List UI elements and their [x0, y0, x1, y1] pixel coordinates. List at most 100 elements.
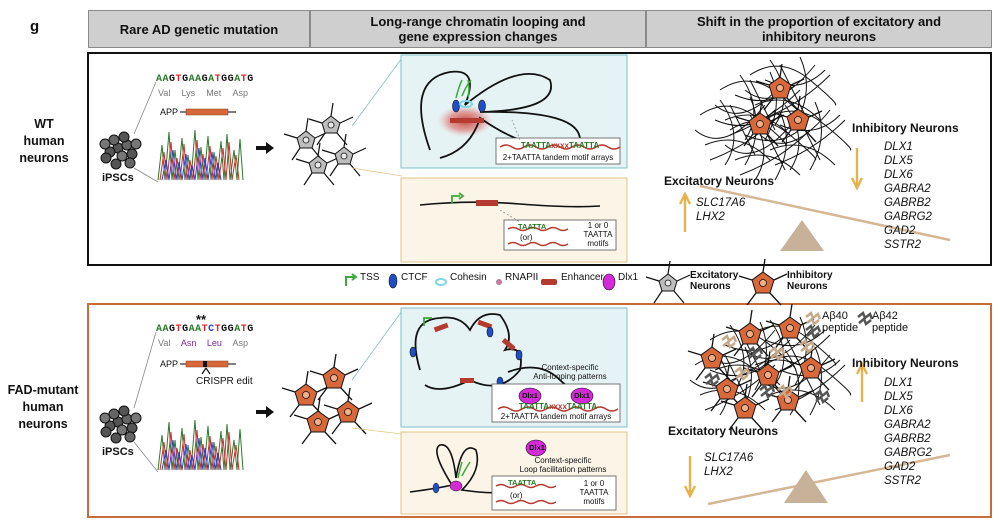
fad-dlx1-label-1: Dlx1	[522, 391, 538, 400]
wt-tss-arrow	[451, 195, 460, 204]
fad-sequence: AAGTGAATCTGGATG	[156, 324, 254, 335]
fad-excitatory-arrow	[683, 456, 697, 499]
fad-anti-loop-box	[491, 383, 621, 423]
fad-dlx1-label-2: Dlx1	[574, 391, 590, 400]
wt-motif-pointer	[511, 119, 521, 141]
fad-zoom-line-top	[133, 331, 157, 409]
row-label-wt-line2: human	[23, 134, 65, 148]
row-label-wt: WT human neurons	[2, 116, 86, 167]
wt-enhancer-1	[450, 118, 484, 123]
wt-inhibitory-arrow	[850, 148, 864, 191]
wt-zoom-line-top	[133, 81, 157, 135]
wt-sequence: AAGTGAAGATGGATG	[156, 74, 254, 85]
fad-dlx1-marker-1	[518, 387, 542, 405]
row-label-fad-line1: FAD-mutant	[7, 383, 79, 397]
wt-excitatory-arrow	[678, 191, 692, 232]
fad-mutation-site	[203, 361, 207, 367]
wt-dna-strand	[499, 144, 621, 150]
header-mutation: Rare AD genetic mutation	[88, 10, 310, 48]
row-label-fad-line3: neurons	[18, 417, 68, 431]
fad-lower-transcripts	[457, 461, 471, 479]
wt-sequence-trace	[157, 129, 244, 181]
fad-row-box	[87, 303, 992, 518]
legend-cohesin: Cohesin	[450, 272, 487, 283]
fad-zoom-line-bottom	[133, 441, 159, 473]
row-label-fad-line2: human	[22, 400, 64, 414]
wt-seesaw-fulcrum	[780, 220, 824, 251]
wt-excitatory-title: Excitatory Neurons	[664, 174, 775, 188]
legend-enhancer-icon	[541, 279, 557, 285]
wt-ipsc-cluster	[99, 131, 142, 170]
wt-seesaw-beam	[699, 184, 951, 242]
wt-ctcf-2	[478, 99, 486, 113]
abeta40-icon	[804, 311, 822, 326]
fad-ipsc-cluster	[99, 405, 142, 444]
legend-excitatory-icon	[645, 260, 691, 304]
header-mutation-text: Rare AD genetic mutation	[119, 21, 279, 37]
header-shift: Shift in the proportion of excitatory an…	[646, 10, 992, 48]
legend-dlx1-icon	[602, 273, 616, 291]
wt-neurons	[283, 102, 367, 186]
fad-excitatory-title: Excitatory Neurons	[668, 424, 779, 438]
legend-dlx1: Dlx1	[618, 272, 639, 283]
panel-label: g	[30, 18, 40, 35]
row-label-fad: FAD-mutant human neurons	[0, 382, 86, 433]
wt-zoom-line-upper	[351, 57, 403, 127]
wt-inhibitory-title: Inhibitory Neurons	[852, 121, 959, 135]
abeta42-icon	[856, 311, 874, 326]
wt-lower-dna-1	[507, 226, 569, 232]
wt-lower-dna-2	[507, 241, 569, 247]
wt-gene-bar	[185, 108, 229, 116]
wt-transcripts	[455, 79, 472, 99]
fad-seesaw-beam	[707, 453, 951, 506]
legend-graphics	[345, 258, 788, 306]
wt-ipscs-label: iPSCs	[102, 172, 134, 184]
header-shift-line1: Shift in the proportion of excitatory an…	[696, 14, 942, 29]
wt-loop-caption: 2+TAATTA tandem motif arrays	[502, 153, 614, 162]
fad-lower-or: (or)	[510, 491, 523, 500]
fad-chromatin-loop	[414, 313, 522, 390]
legend-cohesin-icon	[435, 278, 447, 286]
fad-lower-dlx1-label-bg	[525, 439, 547, 457]
wt-motif-label: TAATTAxxxxTAATTA	[520, 141, 600, 150]
fad-dna-strand	[497, 406, 619, 412]
header-looping-line1: Long-range chromatin looping and	[370, 14, 586, 29]
fad-lower-motif: TAATTA	[508, 478, 537, 487]
legend-ctcf-icon	[388, 273, 398, 289]
fad-neurons	[281, 353, 373, 445]
wt-row-box	[87, 52, 992, 266]
fad-crispr-label: CRISPR edit	[196, 376, 253, 387]
fad-gene-label: APP	[160, 359, 179, 369]
wt-linear-chromatin	[419, 201, 601, 208]
wt-enhancer-2	[476, 200, 498, 206]
fad-process-arrow	[256, 406, 274, 418]
header-looping-line2: gene expression changes	[398, 29, 558, 44]
fad-lower-dlx1-label: Dlx1	[529, 443, 545, 452]
legend-enhancer: Enhancer	[561, 272, 604, 283]
scissors-icon	[201, 367, 211, 375]
fad-inhibitory-title: Inhibitory Neurons	[852, 356, 959, 370]
fad-zoom-line-lower	[351, 427, 403, 435]
wt-lower-or: (or)	[520, 233, 533, 242]
fad-loop-caption: 2+TAATTA tandem motif arrays	[500, 412, 612, 421]
legend-inhibitory-icon	[738, 258, 788, 306]
wt-process-arrow	[256, 142, 274, 154]
wt-neuron-network	[694, 56, 852, 181]
legend-tss-icon	[345, 276, 354, 286]
fad-motif-label: TAATTAxxxxTAATTA	[518, 402, 598, 411]
wt-zoom-line-lower	[351, 167, 403, 177]
